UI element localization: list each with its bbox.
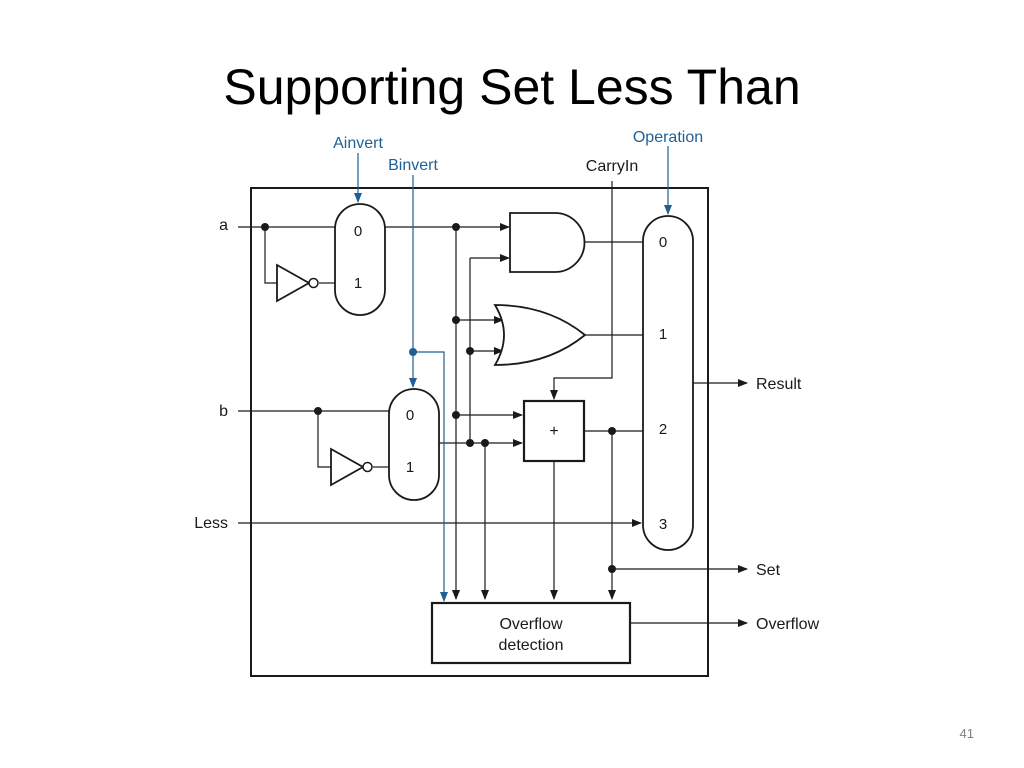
a-mux-input-0: 0 [354,223,362,240]
a-input-wiring [238,226,335,284]
or-gate-icon [493,304,587,366]
less-label: Less [194,515,228,532]
a-mux-input-1: 1 [354,275,362,292]
carryin-label: CarryIn [586,158,638,175]
slide-title: Supporting Set Less Than [223,59,801,115]
junction-dot [466,347,474,355]
b-mux-input-1: 1 [406,459,414,476]
not-gate-icon [330,447,373,487]
junction-dot [452,411,460,419]
junction-dot [261,223,269,231]
gate-output-wiring [584,241,643,336]
b-mux-input-0: 0 [406,407,414,424]
slide-number: 41 [959,726,974,741]
overflow-detection-box [430,601,632,665]
not-gate-icon [276,263,319,303]
overflow-detection-label-line1: Overflow [499,616,563,633]
result-mux [642,215,694,551]
ainvert-label: Ainvert [333,135,383,152]
a-mux [334,203,386,316]
binvert-label: Binvert [388,157,438,174]
and-gate-icon [509,212,586,273]
set-label: Set [756,562,781,579]
result-mux-input-2: 2 [659,421,667,438]
a-label: a [219,217,228,234]
overflow-detection-label-line2: detection [499,637,564,654]
b-input-wiring [238,410,389,468]
adder-symbol: + [549,423,558,440]
junction-dot [452,223,460,231]
overflow-label: Overflow [756,616,820,633]
junction-dot [608,427,616,435]
junction-dot [608,565,616,573]
b-label: b [219,403,228,420]
junction-dot [314,407,322,415]
result-mux-input-3: 3 [659,516,667,533]
b-mux [388,388,440,501]
result-label: Result [756,376,802,393]
junction-dot [452,316,460,324]
junction-dot [481,439,489,447]
alu-outer-box [250,187,709,677]
result-mux-input-1: 1 [659,326,667,343]
operation-label: Operation [633,129,703,146]
result-mux-input-0: 0 [659,234,667,251]
junction-dot [409,348,417,356]
junction-dot [466,439,474,447]
